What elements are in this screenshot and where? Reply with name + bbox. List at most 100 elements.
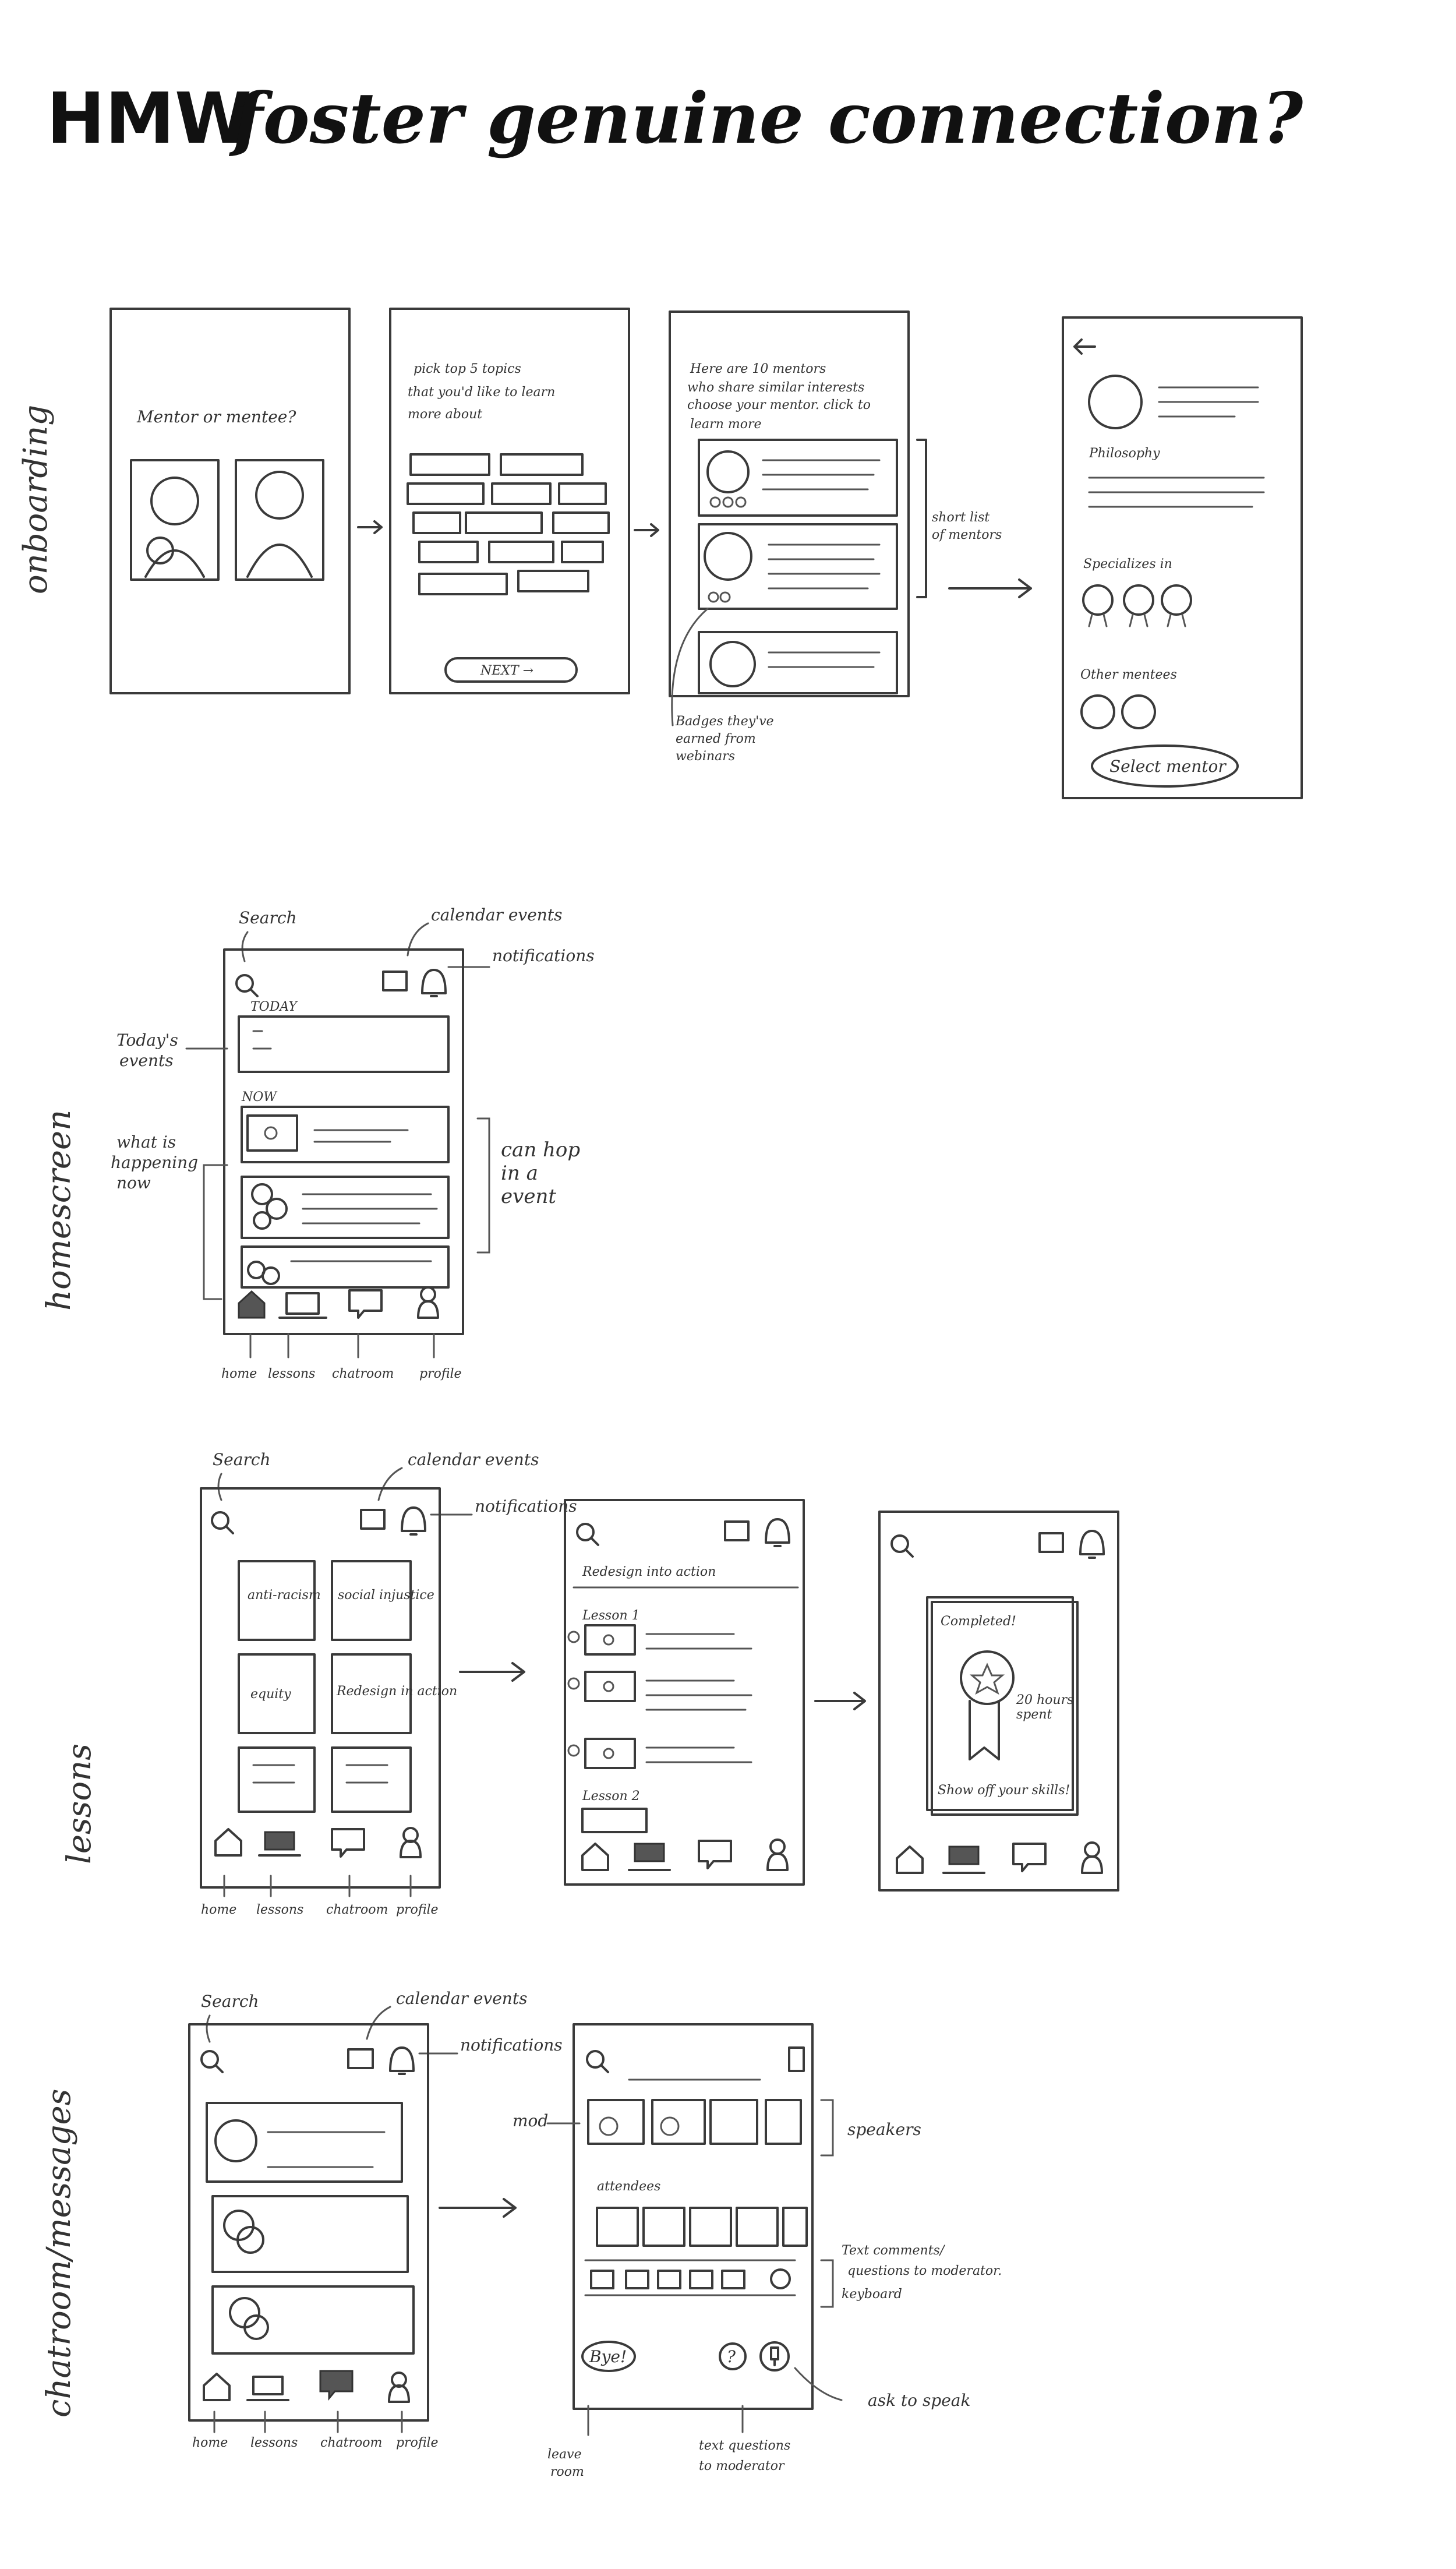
laptop-icon[interactable]: [948, 1845, 980, 1865]
attendee-tile[interactable]: [736, 2207, 779, 2247]
calendar-icon[interactable]: [724, 1520, 750, 1541]
attendee-tile[interactable]: [689, 2207, 732, 2247]
search-icon[interactable]: [576, 1523, 599, 1546]
attendee-tile[interactable]: [782, 2207, 808, 2247]
bell-icon[interactable]: [1079, 1530, 1105, 1559]
speaker-tile[interactable]: [587, 2099, 645, 2145]
lesson-tile[interactable]: anti-racism: [238, 1560, 321, 1641]
mentor-card[interactable]: [698, 523, 898, 610]
select-mentor-button[interactable]: Select mentor: [1091, 744, 1239, 788]
mentor-card[interactable]: [698, 439, 898, 517]
laptop-icon[interactable]: [264, 1831, 295, 1851]
profile-icon[interactable]: [1081, 1841, 1103, 1874]
section-label-chatroom: chatroom/messages: [40, 2089, 78, 2418]
mentor-card[interactable]: [130, 459, 220, 581]
page-title: HMW foster genuine connection?: [47, 77, 1304, 160]
pointer-line: [671, 608, 709, 726]
event-card[interactable]: [238, 1015, 450, 1073]
speaker-tile[interactable]: [709, 2099, 758, 2145]
comment-bar[interactable]: [584, 2259, 796, 2296]
chatroom-card[interactable]: [211, 2195, 409, 2273]
lesson-tile[interactable]: [238, 1746, 316, 1813]
live-event-card[interactable]: [241, 1176, 450, 1239]
nav-label-home: home: [192, 2436, 228, 2450]
profile-icon[interactable]: [388, 2372, 410, 2403]
mentor-card[interactable]: [698, 631, 898, 694]
calendar-icon[interactable]: [382, 971, 408, 991]
lesson-tile[interactable]: social injustice: [331, 1560, 434, 1641]
profile-icon[interactable]: [788, 2046, 805, 2072]
mic-button[interactable]: [759, 2341, 790, 2372]
lesson-video-thumb[interactable]: [581, 1808, 648, 1833]
lesson-tile[interactable]: Redesign in action: [331, 1653, 457, 1734]
chatroom-card[interactable]: [206, 2102, 403, 2183]
role-question: Mentor or mentee?: [136, 407, 296, 426]
text-questions-note-2: to moderator: [699, 2459, 785, 2473]
chat-icon[interactable]: [331, 1828, 365, 1858]
home-icon[interactable]: [896, 1845, 924, 1874]
profile-icon[interactable]: [766, 1838, 789, 1871]
bell-icon[interactable]: [401, 1506, 426, 1536]
mentee-card[interactable]: [235, 459, 324, 581]
question-button[interactable]: ?: [719, 2342, 747, 2370]
next-button[interactable]: NEXT →: [444, 657, 578, 683]
laptop-icon[interactable]: [634, 1843, 665, 1862]
nav-labels: home lessons chatroom profile: [221, 1333, 462, 1381]
nav-label-home: home: [221, 1367, 257, 1381]
home-icon[interactable]: [581, 1843, 609, 1871]
attendee-tile[interactable]: [642, 2207, 685, 2247]
attendee-tile[interactable]: [596, 2207, 639, 2247]
lesson-tile[interactable]: [331, 1746, 412, 1813]
mentors-prompt-2: who share similar interests: [687, 380, 864, 395]
profile-icon[interactable]: [400, 1827, 422, 1858]
lesson-video-row[interactable]: [567, 1624, 752, 1656]
home-icon[interactable]: [214, 1828, 242, 1857]
laptop-icon[interactable]: [278, 1292, 327, 1319]
lesson-detail-title: Redesign into action: [582, 1565, 716, 1579]
topic-chips[interactable]: [407, 453, 610, 595]
home-icon[interactable]: [238, 1290, 266, 1319]
onboarding-screen-mentors: Here are 10 mentors who share similar in…: [669, 310, 910, 697]
chat-icon[interactable]: [698, 1840, 732, 1869]
chat-icon[interactable]: [348, 1289, 383, 1319]
chatroom-card[interactable]: [211, 2285, 415, 2355]
notifications-annotation: notifications: [475, 1497, 577, 1516]
search-icon[interactable]: [890, 1534, 914, 1558]
lesson-1-label: Lesson 1: [582, 1608, 640, 1623]
bottom-nav: [214, 1827, 422, 1858]
lesson-completed-phone: Completed! 20 hours spent Show off your …: [878, 1511, 1119, 1892]
happening-note-1: what is: [116, 1132, 176, 1152]
profile-icon[interactable]: [417, 1286, 439, 1319]
search-icon[interactable]: [235, 974, 259, 997]
nav-label-profile: profile: [396, 1903, 439, 1917]
speaker-tile[interactable]: [651, 2099, 706, 2145]
lessons-phone: anti-racism social injustice equity Rede…: [200, 1487, 457, 1889]
calendar-icon[interactable]: [360, 1509, 386, 1530]
speaker-tile[interactable]: [765, 2099, 802, 2145]
search-icon[interactable]: [586, 2050, 609, 2073]
search-icon[interactable]: [211, 1511, 234, 1534]
badges-note-3: webinars: [676, 749, 735, 764]
calendar-icon[interactable]: [1038, 1532, 1064, 1553]
completed-label: Completed!: [941, 1614, 1016, 1629]
speaker-tiles: [587, 2099, 802, 2145]
laptop-icon[interactable]: [246, 2376, 289, 2401]
chat-icon[interactable]: [319, 2370, 354, 2401]
chat-icon[interactable]: [1012, 1843, 1047, 1872]
home-icon[interactable]: [203, 2373, 231, 2401]
bell-icon[interactable]: [765, 1518, 790, 1547]
live-event-card[interactable]: [241, 1245, 450, 1289]
bell-icon[interactable]: [389, 2046, 415, 2075]
back-arrow-icon[interactable]: [1073, 338, 1096, 355]
lesson-tile[interactable]: equity: [238, 1653, 316, 1734]
mod-annotation: mod: [513, 2111, 548, 2130]
onboarding-screen-mentor-profile: Philosophy Specializes in Other mentees …: [1062, 316, 1303, 799]
calendar-icon[interactable]: [347, 2048, 374, 2069]
leave-room-button[interactable]: Bye!: [581, 2341, 636, 2372]
lesson-video-row[interactable]: [567, 1738, 752, 1769]
section-label-lessons: lessons: [61, 1744, 98, 1864]
bell-icon[interactable]: [421, 969, 447, 997]
search-icon[interactable]: [200, 2050, 224, 2073]
lesson-video-row[interactable]: [567, 1671, 752, 1711]
live-event-card[interactable]: [241, 1106, 450, 1163]
